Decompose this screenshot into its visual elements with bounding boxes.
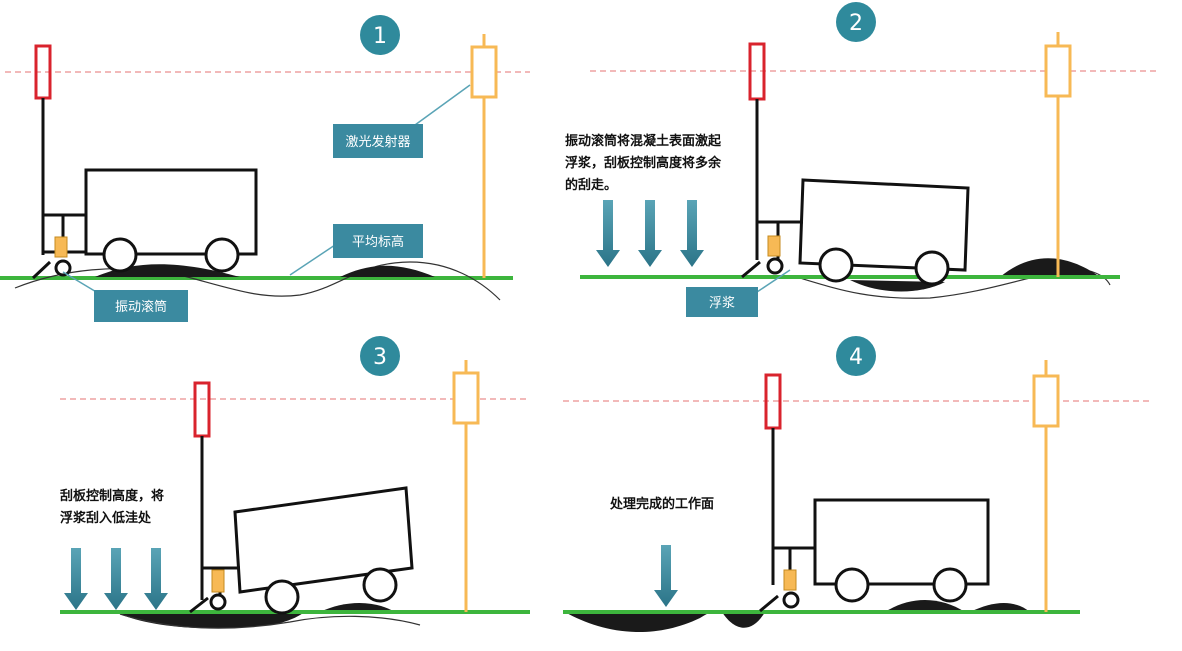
svg-text:3: 3 xyxy=(373,345,387,370)
note-line-2: 浮浆，刮板控制高度将多余 xyxy=(565,155,722,171)
slurry-mound xyxy=(320,603,395,612)
step-badge-1: 1 xyxy=(360,15,400,55)
panel-2: 2 振动滚筒将混凝土表面激起 浮浆，刮板控制高度将多余 的刮走。 xyxy=(565,2,1158,317)
note-line-1: 处理完成的工作面 xyxy=(609,496,714,512)
note-line-2: 浮浆刮入低洼处 xyxy=(60,510,152,526)
slurry-mound xyxy=(1000,258,1100,277)
vibrator-unit xyxy=(783,569,797,591)
screed-machine xyxy=(189,486,414,615)
svg-text:振动滚筒: 振动滚筒 xyxy=(115,299,167,315)
label-roller: 振动滚筒 xyxy=(94,290,188,322)
laser-emitter xyxy=(1044,44,1072,98)
down-arrows xyxy=(64,548,168,610)
down-arrow xyxy=(654,545,678,607)
svg-text:1: 1 xyxy=(373,24,387,49)
slurry-fill-2 xyxy=(722,612,765,628)
svg-text:平均标高: 平均标高 xyxy=(352,234,404,250)
screed-machine xyxy=(31,168,258,280)
elevation-curve xyxy=(14,261,501,301)
svg-text:浮浆: 浮浆 xyxy=(709,296,735,311)
note-line-1: 振动滚筒将混凝土表面激起 xyxy=(565,133,722,149)
laser-emitter xyxy=(1032,374,1060,428)
laser-emitter xyxy=(470,45,498,99)
label-laser: 激光发射器 xyxy=(333,124,423,158)
receiver-red xyxy=(193,381,211,438)
slurry-mound xyxy=(885,600,965,612)
label-elevation: 平均标高 xyxy=(333,224,423,258)
vibrator-unit xyxy=(211,569,225,593)
label-slurry: 浮浆 xyxy=(686,287,758,317)
screed-machine xyxy=(759,498,990,613)
svg-text:4: 4 xyxy=(849,345,863,370)
vibrator-unit xyxy=(767,235,781,257)
svg-text:激光发射器: 激光发射器 xyxy=(345,134,410,150)
step-badge-3: 3 xyxy=(360,336,400,376)
screed-machine xyxy=(741,178,970,286)
step-badge-4: 4 xyxy=(836,336,876,376)
step-badge-2: 2 xyxy=(836,2,876,42)
laser-emitter xyxy=(452,371,480,425)
panel-3: 3 刮板控制高度，将 浮浆刮入低洼处 xyxy=(60,336,530,629)
slurry-mound-2 xyxy=(970,603,1030,612)
panel-1: 1 激光发射器 xyxy=(0,15,530,322)
note-line-1: 刮板控制高度，将 xyxy=(60,488,164,504)
svg-text:2: 2 xyxy=(849,11,863,36)
slurry-dip xyxy=(850,280,945,292)
vibrator-unit xyxy=(54,236,68,258)
slurry-fill xyxy=(565,612,712,633)
down-arrows xyxy=(596,200,704,267)
note-line-3: 的刮走。 xyxy=(565,177,617,193)
slurry-mound-2 xyxy=(340,265,435,277)
panel-4: 4 处理完成的工作面 xyxy=(563,336,1150,633)
elevation-curve xyxy=(119,613,421,629)
